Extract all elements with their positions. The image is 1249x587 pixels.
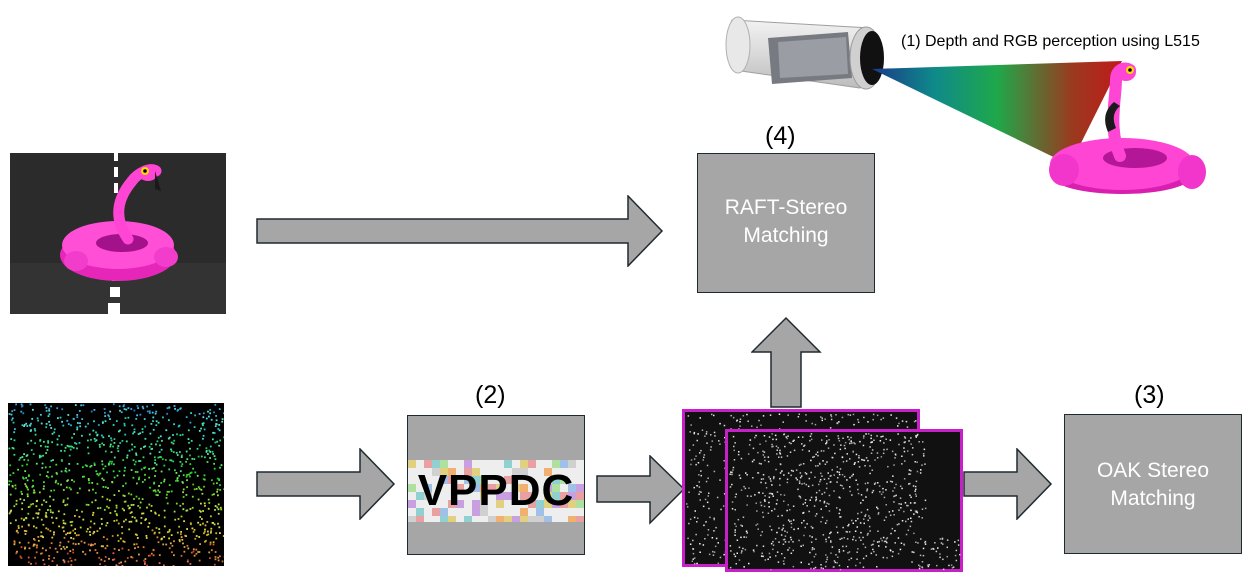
arrow-sparse-to-vppdc — [256, 448, 396, 520]
rgb-image-flamingo — [10, 153, 226, 314]
arrow-vppdc-to-pair — [596, 455, 686, 525]
arrow-pair-to-raft — [751, 316, 822, 408]
raft-label-line2: Matching — [743, 224, 829, 247]
sparse-dots — [8, 403, 224, 566]
vppdc-pattern-strip — [408, 460, 584, 522]
flamingo-float-target — [1049, 62, 1206, 194]
stereo-right-image — [725, 429, 963, 572]
sparse-depth-image — [8, 403, 224, 566]
arrow-pair-to-oak — [963, 448, 1053, 520]
perception-cone — [872, 61, 1122, 165]
raft-label-line1: RAFT-Stereo — [724, 196, 848, 219]
vppdc-text: VPPDC — [417, 466, 575, 515]
oak-stereo-matching-box: OAK Stereo Matching — [1064, 414, 1242, 554]
step-4-label: (4) — [765, 122, 796, 150]
l515-caption: (1) Depth and RGB perception using L515 — [901, 33, 1200, 50]
oak-label-line1: OAK Stereo — [1096, 459, 1210, 482]
raft-stereo-matching-box: RAFT-Stereo Matching — [697, 153, 875, 293]
vppdc-box: VPPDC — [407, 415, 585, 555]
oak-label-line2: Matching — [1110, 487, 1196, 510]
step-3-label: (3) — [1134, 381, 1165, 409]
l515-camera-icon — [725, 16, 884, 90]
step-2-label: (2) — [475, 381, 506, 409]
vppdc-pattern-cells — [408, 460, 584, 522]
speckle-dots — [729, 433, 961, 571]
arrow-rgb-to-raft — [256, 195, 664, 267]
